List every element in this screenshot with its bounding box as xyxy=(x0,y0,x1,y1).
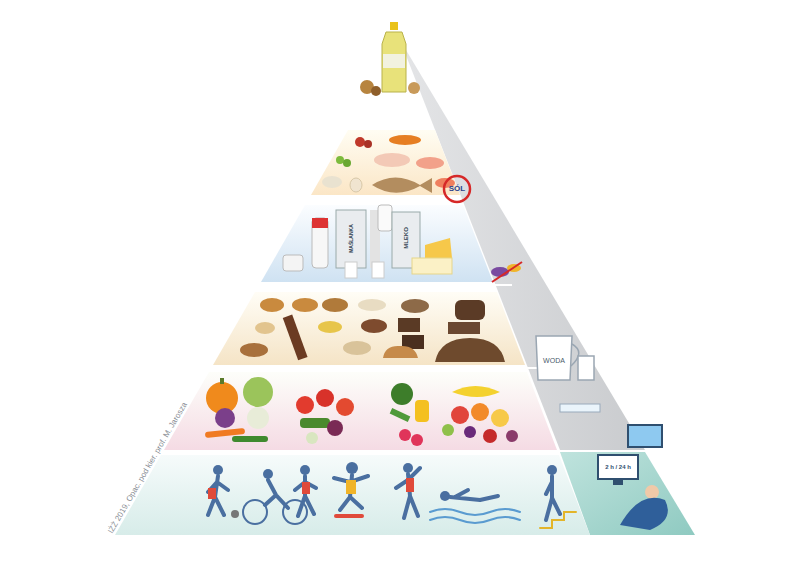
no-salt-sign xyxy=(444,176,470,202)
buttermilk-carton xyxy=(336,210,366,268)
water-label: WODA xyxy=(543,357,565,364)
carton-label: MLEKO xyxy=(403,227,409,249)
monitor xyxy=(598,455,638,479)
carton-label: MAŚLANKA xyxy=(348,224,353,253)
salt-label: SÓL xyxy=(449,185,465,193)
screen-time-label: 2 h / 24 h xyxy=(605,464,631,470)
